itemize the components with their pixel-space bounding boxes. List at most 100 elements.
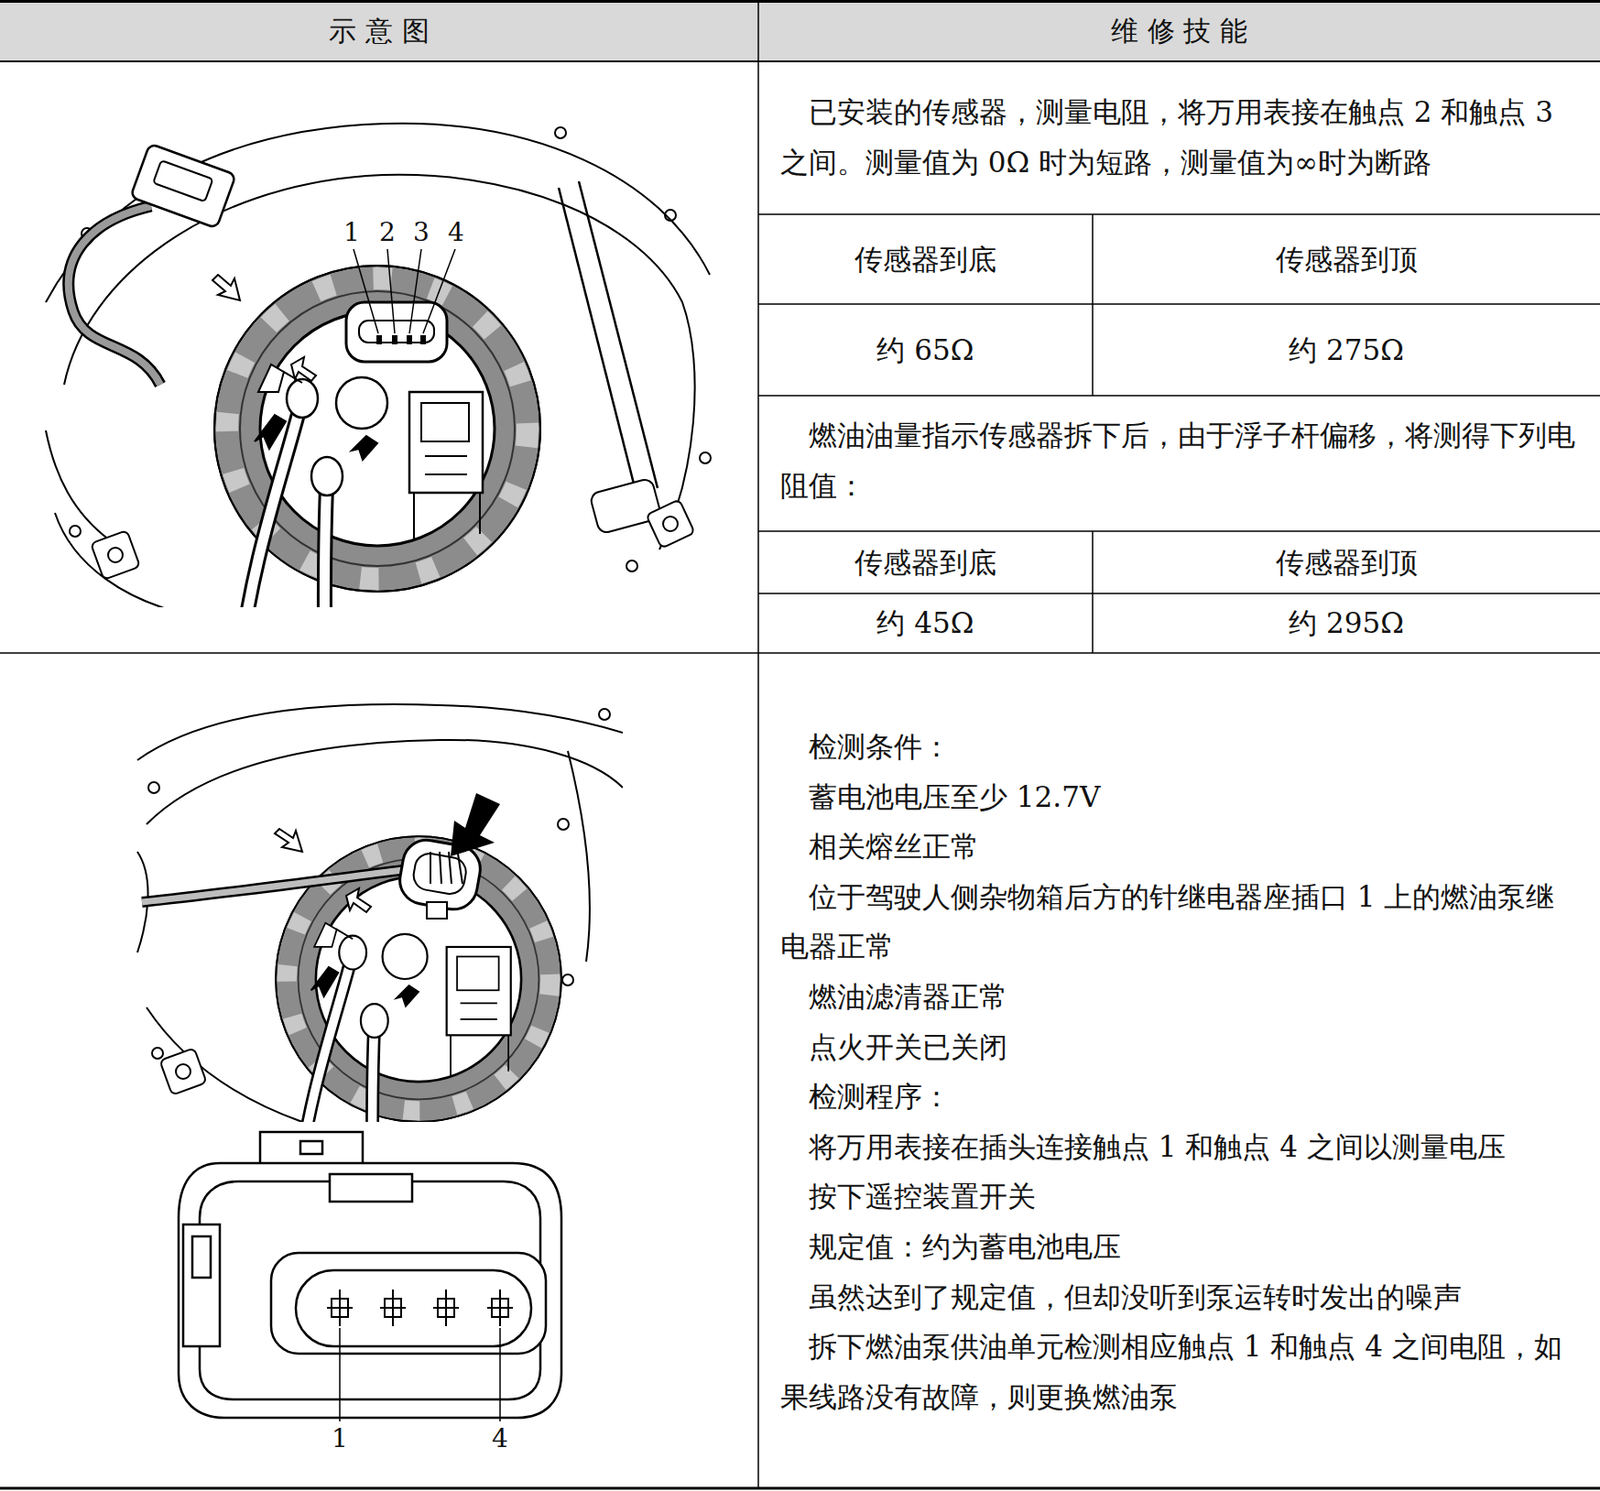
table-cell: 传感器到顶 [1092,531,1600,594]
table-cell: 约 45Ω [758,593,1093,654]
fuel-sender-illustration [406,335,413,345]
paragraph: 燃油油量指示传感器拆下后，由于浮子杆偏移，将测得下列电阻值： [780,410,1582,511]
fuel-sender-illustration [45,430,110,541]
pump-unit-illustration [152,1047,164,1059]
text-block: 检测条件：蓄电池电压至少 12.7V相关熔丝正常位于驾驶人侧杂物箱后方的针继电器… [780,721,1582,1422]
table-grid [1091,214,1094,396]
pump-unit-illustration [430,851,463,884]
paragraph: 位于驾驶人侧杂物箱后方的针继电器座插口 1 上的燃油泵继电器正常 [780,871,1582,972]
fuel-sender-illustration [108,547,123,563]
connector-plug-drawing [178,1163,562,1418]
pump-unit-illustration [159,1047,207,1095]
table-grid [0,0,1600,62]
pump-unit-illustration [146,740,623,825]
connector-plug-drawing [192,1236,211,1278]
connector-plug-drawing [329,1174,413,1202]
paragraph: 虽然达到了规定值，但却没听到泵运转时发出的噪声 [780,1272,1582,1323]
fuel-sender-illustration [54,512,184,608]
table-cell: 传感器到底 [758,531,1093,594]
connector-plug-drawing [183,1224,220,1347]
fuel-sender-illustration [212,274,240,301]
table-grid [757,0,760,1488]
table-cell: 约 275Ω [1092,304,1600,396]
table-grid [0,1487,1600,1491]
fuel-sender-illustration [45,123,711,608]
callout-number: 1 [326,1425,354,1453]
connector-plug-drawing [326,1289,513,1327]
pump-unit-illustration [562,974,574,986]
connector-plug-drawing [199,1181,541,1400]
fuel-sender-illustration [90,530,141,580]
table-cell: 约 295Ω [1092,593,1600,654]
fuel-sender-illustration [555,127,566,139]
fuel-sender-illustration [69,525,81,537]
callout-number: 4 [442,218,470,247]
fuel-sender-illustration [68,206,161,385]
text-block: 已安装的传感器，测量电阻，将万用表接在触点 2 和触点 3 之间。测量值为 0Ω… [780,87,1582,187]
fuel-sender-illustration [558,187,637,495]
connector-plug-drawing [178,1131,562,1422]
leader-lines [409,249,422,334]
fuel-sender-illustration [291,357,316,381]
connector-plug-drawing [326,1289,353,1327]
fuel-sender-illustration [699,452,711,464]
pump-unit-illustration [450,793,501,857]
connector-plug-drawing [271,1252,546,1354]
pump-unit-illustration [346,888,371,913]
table-cell: 传感器到顶 [1092,214,1600,305]
connector-plug-drawing [380,1289,406,1327]
fuel-sender-illustration [376,335,382,345]
paragraph: 蓄电池电压至少 12.7V [780,772,1582,823]
paragraph: 拆下燃油泵供油单元检测相应触点 1 和触点 4 之间电阻，如果线路没有故障，则更… [780,1321,1582,1422]
fuel-sender-illustration [214,265,541,608]
table-grid [758,303,1600,305]
paragraph: 相关熔丝正常 [780,821,1582,872]
paragraph: 将万用表接在插头连接触点 1 和触点 4 之间以测量电压 [780,1121,1582,1173]
table-grid [0,60,1600,63]
callout-number: 3 [407,218,436,247]
paragraph: 检测条件： [780,721,1582,773]
paragraph: 按下遥控装置开关 [780,1171,1582,1222]
leader-lines [387,249,395,334]
table-grid [0,0,1600,3]
fuel-sender-illustration [130,143,236,229]
pump-unit-illustration [274,828,303,852]
paragraph: 燃油滤清器正常 [780,971,1582,1023]
fuel-sender-illustration [645,499,695,548]
leader-lines [353,249,456,334]
fuel-sender-illustration [664,209,676,221]
pump-unit-illustration [148,782,160,794]
paragraph: 检测程序： [780,1071,1582,1122]
leader-lines [423,249,456,334]
header-cell: 示 意 图 [0,0,759,62]
table-cell: 约 65Ω [758,304,1093,396]
table-grid [758,394,1600,397]
pump-unit-illustration [141,870,403,903]
pump-unit-illustration [141,870,403,903]
callout-number: 1 [337,218,366,247]
connector-plug-drawing [295,1270,532,1347]
connector-plug-drawing [499,1327,501,1422]
leader-lines [353,249,379,334]
fuel-sender-illustration [626,560,638,572]
pump-unit-illustration [598,708,610,720]
pump-unit-illustration [146,1007,303,1122]
connector-plug-drawing [338,1327,341,1422]
fuel-sender-illustration [663,516,678,532]
fuel-sender-illustration [420,335,426,345]
fuel-sender-illustration [578,181,658,489]
fuel-sender-illustration [68,206,161,385]
text-block: 燃油油量指示传感器拆下后，由于浮子杆偏移，将测得下列电阻值： [780,410,1582,511]
pump-unit-illustration [411,850,469,896]
paragraph: 已安装的传感器，测量电阻，将万用表接在触点 2 和触点 3 之间。测量值为 0Ω… [780,87,1582,187]
fuel-sender-illustration [391,335,398,345]
connector-plug-drawing [300,1141,323,1154]
callout-number: 2 [373,218,402,247]
callout-number: 4 [486,1425,514,1453]
table-grid [0,652,1600,654]
table-grid [758,592,1600,595]
pump-unit-illustration [557,818,569,830]
connector-plug-drawing [433,1289,459,1327]
